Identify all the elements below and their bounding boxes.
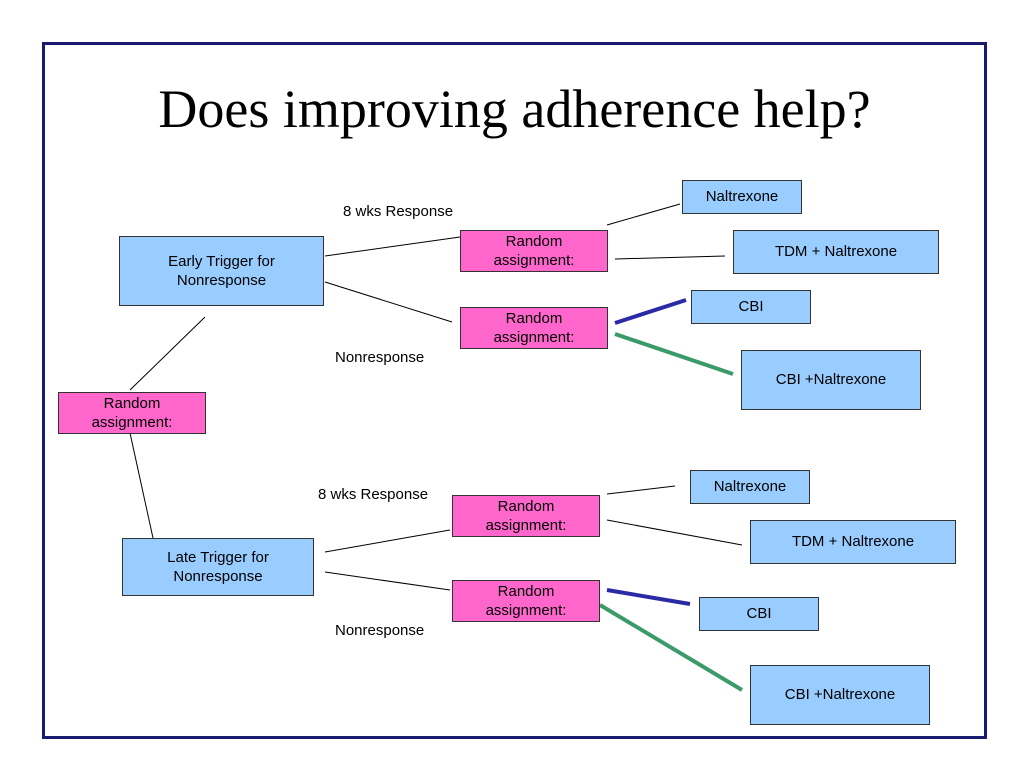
late-trigger-node: Late Trigger for Nonresponse	[122, 538, 314, 596]
late-response-label: 8 wks Response	[318, 486, 429, 503]
early-response-label: 8 wks Response	[343, 203, 454, 220]
early-naltrexone-node: Naltrexone	[682, 180, 802, 214]
edge-early-cbi-naltrexone	[614, 332, 734, 376]
edge-early-tdm	[614, 255, 726, 260]
late-nonresponse-random-assignment: Random assignment:	[452, 580, 600, 622]
edge-early-naltrexone	[606, 203, 681, 226]
edge-early-cbi	[614, 298, 687, 325]
late-nonresponse-label: Nonresponse	[335, 622, 425, 639]
root-random-assignment: Random assignment:	[58, 392, 206, 434]
edge-late-nonresponse	[324, 571, 451, 591]
edge-root-late	[129, 432, 154, 539]
edge-early-nonresponse	[324, 281, 453, 323]
early-nonresponse-label: Nonresponse	[335, 349, 425, 366]
late-tdm-naltrexone-node: TDM + Naltrexone	[750, 520, 956, 564]
early-trigger-node: Early Trigger for Nonresponse	[119, 236, 324, 306]
edge-late-cbi-naltrexone	[598, 603, 744, 692]
early-response-random-assignment: Random assignment:	[460, 230, 608, 272]
late-cbi-naltrexone-node: CBI +Naltrexone	[750, 665, 930, 725]
late-response-random-assignment: Random assignment:	[452, 495, 600, 537]
late-naltrexone-node: Naltrexone	[690, 470, 810, 504]
edge-late-cbi	[606, 588, 691, 606]
edge-late-response	[324, 529, 451, 553]
edge-late-tdm	[606, 519, 743, 546]
edge-root-early	[129, 316, 206, 391]
edge-early-response	[324, 236, 461, 257]
early-cbi-naltrexone-node: CBI +Naltrexone	[741, 350, 921, 410]
slide-title: Does improving adherence help?	[158, 79, 871, 139]
early-tdm-naltrexone-node: TDM + Naltrexone	[733, 230, 939, 274]
edge-late-naltrexone	[606, 485, 676, 495]
slide-frame	[42, 42, 987, 739]
early-cbi-node: CBI	[691, 290, 811, 324]
early-nonresponse-random-assignment: Random assignment:	[460, 307, 608, 349]
late-cbi-node: CBI	[699, 597, 819, 631]
